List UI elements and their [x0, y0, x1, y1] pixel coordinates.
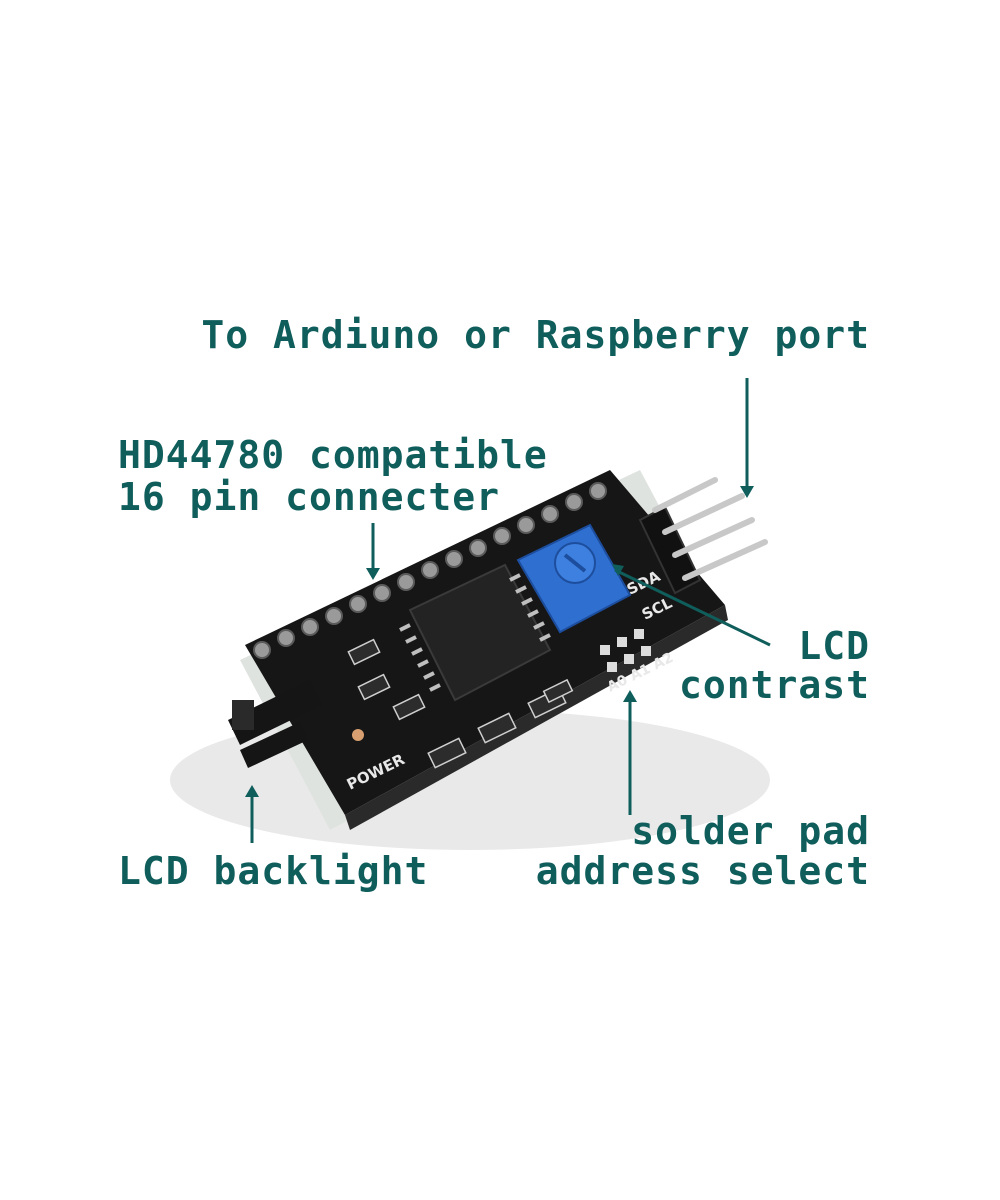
port-label: To Ardiuno or Raspberry port	[201, 313, 870, 357]
lcd-contrast-label-line2: contrast	[678, 663, 870, 707]
lcd-contrast-label-line1: LCD	[798, 624, 870, 668]
smd-components	[347, 638, 574, 769]
pcf8574-chip	[399, 563, 552, 702]
solder-pad-label-line2: address select	[535, 849, 870, 893]
header-pins-16	[253, 482, 607, 659]
lcd-backlight-label: LCD backlight	[118, 849, 429, 893]
hd44780-label-line2: 16 pin connecter	[118, 475, 501, 519]
backlight-jumper	[228, 680, 322, 768]
solder-pad-label-line1: solder pad	[631, 809, 870, 853]
potentiometer	[516, 523, 632, 634]
power-led	[352, 729, 364, 741]
address-solder-pads	[600, 629, 651, 672]
callout-arrows	[245, 378, 771, 843]
i2c-header	[638, 477, 768, 595]
hd44780-label-line1: HD44780 compatible	[118, 433, 548, 477]
